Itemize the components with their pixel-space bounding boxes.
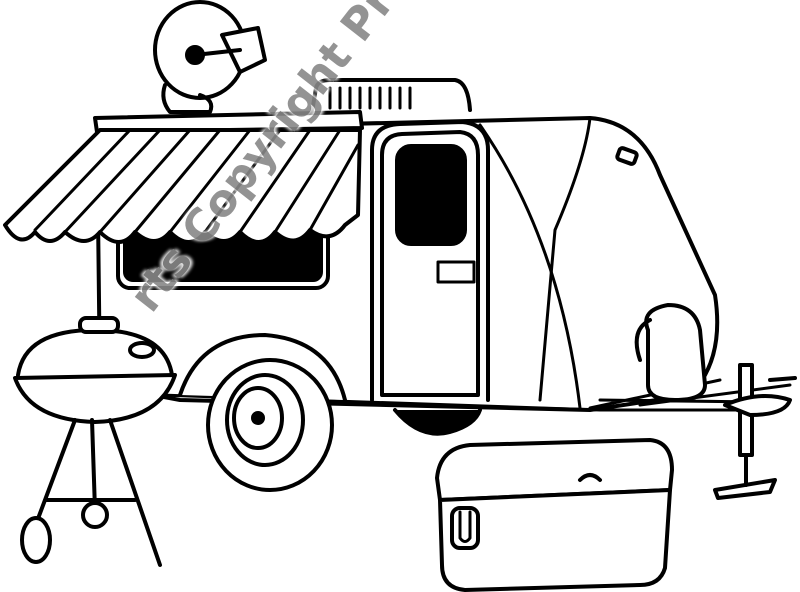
satellite-dish [153, 0, 267, 114]
roof-ac-unit [310, 78, 472, 114]
bbq-grill [13, 316, 177, 567]
door [370, 120, 490, 402]
wheel [178, 333, 482, 492]
awning [3, 110, 364, 244]
tongue-jack [713, 363, 797, 500]
propane-tank [634, 303, 707, 402]
cooler [435, 438, 674, 592]
